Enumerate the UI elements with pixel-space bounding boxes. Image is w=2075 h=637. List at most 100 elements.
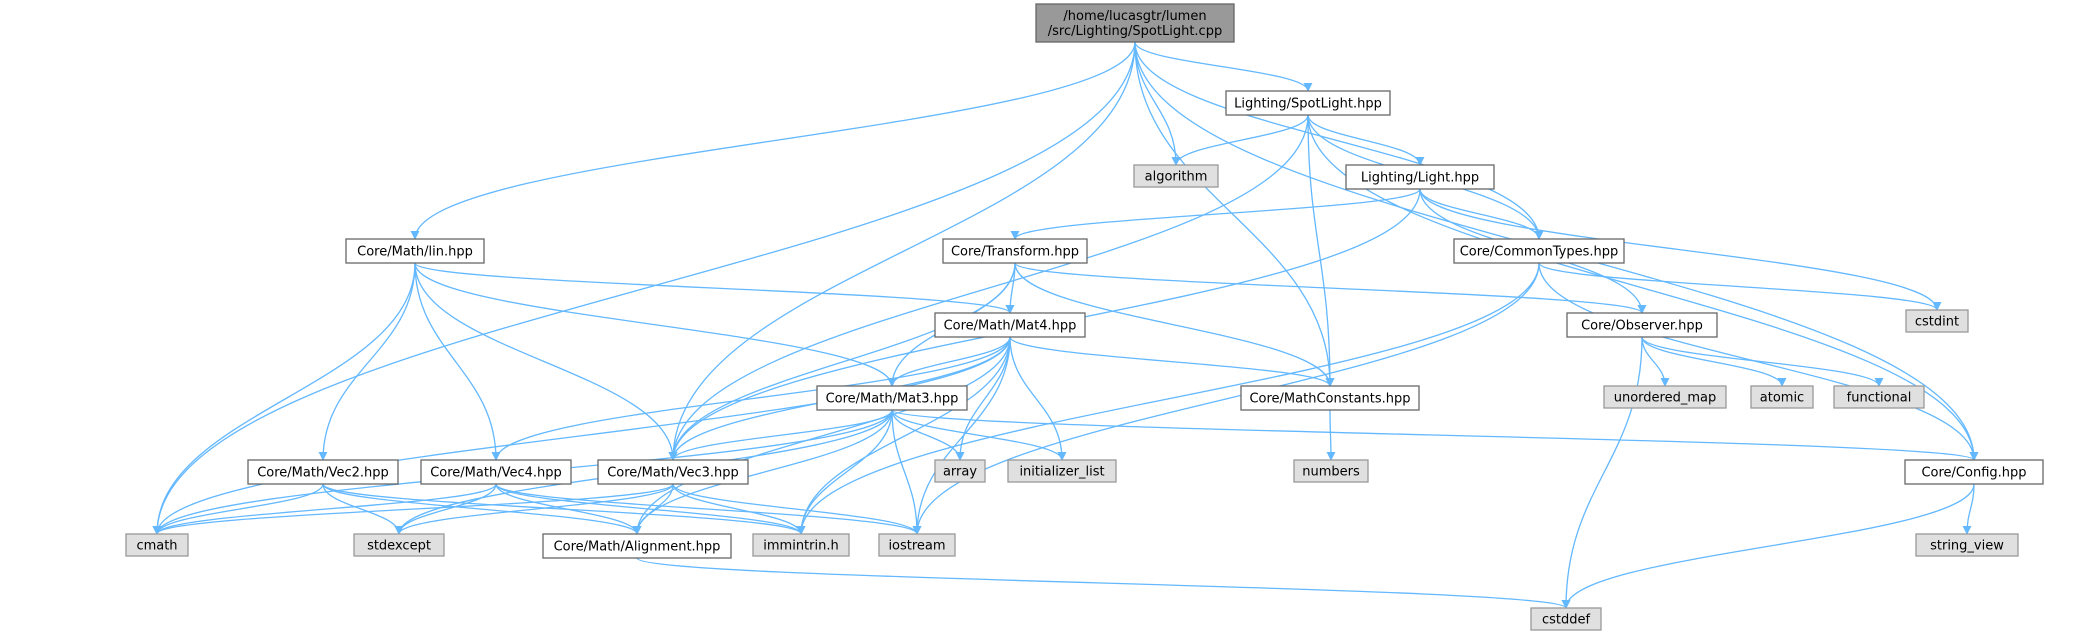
node-box-spotlight_hpp [1225, 90, 1391, 116]
edge-vec4_hpp-to-immintrin_h [495, 483, 806, 535]
node-box-cmath [125, 533, 189, 557]
edge-alignment_hpp-to-cstddef [636, 557, 1571, 609]
node-box-vec3_hpp [597, 459, 749, 485]
node-spotlight_cpp[interactable]: /home/lucasgtr/lumen/src/Lighting/SpotLi… [1035, 3, 1235, 43]
node-commontypes_hpp[interactable]: Core/CommonTypes.hpp [1453, 238, 1625, 264]
node-lin_hpp[interactable]: Core/Math/lin.hpp [345, 238, 485, 264]
node-box-transform_hpp [942, 238, 1088, 264]
node-label-spotlight_cpp: /home/lucasgtr/lumen [1063, 9, 1206, 24]
node-label-alignment_hpp: Core/Math/Alignment.hpp [554, 540, 721, 555]
node-box-algorithm [1133, 164, 1219, 188]
node-box-cstdint [1905, 309, 1969, 333]
node-box-cstddef [1530, 607, 1602, 631]
edge-spotlight_hpp-to-light_hpp [1307, 114, 1425, 166]
node-vec4_hpp[interactable]: Core/Math/Vec4.hpp [420, 459, 572, 485]
node-box-vec4_hpp [420, 459, 572, 485]
node-label-array: array [943, 465, 977, 480]
edge-light_hpp-to-cstdint [1419, 188, 1942, 311]
edge-vec2_hpp-to-immintrin_h [322, 483, 806, 535]
edge-mat3_hpp-to-vec3_hpp [668, 409, 893, 461]
node-spotlight_hpp[interactable]: Lighting/SpotLight.hpp [1225, 90, 1391, 116]
node-box-array [934, 459, 986, 483]
node-label-iostream: iostream [888, 539, 945, 554]
edge-vec4_hpp-to-iostream [495, 483, 922, 535]
edge-spotlight_cpp-to-lin_hpp [410, 41, 1136, 240]
edge-observer_hpp-to-unordered_map [1641, 336, 1670, 387]
edge-spotlight_cpp-to-algorithm [1134, 41, 1181, 166]
node-observer_hpp[interactable]: Core/Observer.hpp [1566, 312, 1718, 338]
node-mat4_hpp[interactable]: Core/Math/Mat4.hpp [934, 312, 1086, 338]
edge-spotlight_cpp-to-mathconstants_hpp [1134, 41, 1335, 387]
node-config_hpp[interactable]: Core/Config.hpp [1904, 459, 2044, 485]
node-label-string_view: string_view [1930, 539, 2004, 554]
edge-spotlight_hpp-to-vec3_hpp [668, 114, 1309, 461]
edge-spotlight_cpp-to-spotlight_hpp [1134, 41, 1313, 92]
node-label-mat4_hpp: Core/Math/Mat4.hpp [944, 319, 1077, 334]
node-label-atomic: atomic [1760, 391, 1804, 406]
node-label-transform_hpp: Core/Transform.hpp [951, 245, 1079, 260]
node-algorithm: algorithm [1133, 164, 1219, 188]
node-cstdint: cstdint [1905, 309, 1969, 333]
node-box-mat4_hpp [934, 312, 1086, 338]
node-box-observer_hpp [1566, 312, 1718, 338]
edge-light_hpp-to-commontypes_hpp [1419, 188, 1544, 240]
node-light_hpp[interactable]: Lighting/Light.hpp [1345, 164, 1495, 190]
node-iostream: iostream [878, 533, 956, 557]
node-transform_hpp[interactable]: Core/Transform.hpp [942, 238, 1088, 264]
node-label-vec4_hpp: Core/Math/Vec4.hpp [430, 466, 562, 481]
node-alignment_hpp[interactable]: Core/Math/Alignment.hpp [542, 533, 732, 559]
edge-spotlight_cpp-to-vec3_hpp [668, 41, 1136, 461]
edge-light_hpp-to-transform_hpp [1010, 188, 1421, 240]
node-box-commontypes_hpp [1453, 238, 1625, 264]
node-box-unordered_map [1603, 385, 1727, 409]
node-box-config_hpp [1904, 459, 2044, 485]
node-box-functional [1833, 385, 1925, 409]
node-label-algorithm: algorithm [1145, 170, 1208, 185]
edge-commontypes_hpp-to-cstdint [1538, 262, 1942, 311]
edge-config_hpp-to-cstddef [1561, 483, 1975, 609]
node-box-lin_hpp [345, 238, 485, 264]
node-box-numbers [1293, 459, 1369, 483]
node-string_view: string_view [1915, 533, 2019, 557]
node-vec3_hpp[interactable]: Core/Math/Vec3.hpp [597, 459, 749, 485]
node-label-commontypes_hpp: Core/CommonTypes.hpp [1460, 245, 1619, 260]
node-box-light_hpp [1345, 164, 1495, 190]
edge-observer_hpp-to-functional [1641, 336, 1884, 387]
edge-commontypes_hpp-to-iostream [912, 262, 1540, 535]
node-numbers: numbers [1293, 459, 1369, 483]
node-box-stdexcept [353, 533, 445, 557]
edge-lin_hpp-to-vec4_hpp [414, 262, 501, 461]
node-label-functional: functional [1847, 391, 1912, 406]
edges-layer [152, 41, 1979, 609]
node-mat3_hpp[interactable]: Core/Math/Mat3.hpp [816, 385, 968, 411]
edge-mat3_hpp-to-initializer_list [891, 409, 1067, 461]
edge-mat3_hpp-to-array [891, 409, 965, 461]
node-box-mathconstants_hpp [1240, 385, 1420, 411]
edge-config_hpp-to-string_view [1962, 483, 1975, 535]
node-box-alignment_hpp [542, 533, 732, 559]
node-label-unordered_map: unordered_map [1614, 391, 1717, 406]
edge-vec3_hpp-to-iostream [672, 483, 922, 535]
node-label-initializer_list: initializer_list [1019, 465, 1104, 480]
node-cstddef: cstddef [1530, 607, 1602, 631]
edge-mathconstants_hpp-to-numbers [1326, 409, 1336, 461]
node-label-vec3_hpp: Core/Math/Vec3.hpp [607, 466, 739, 481]
node-mathconstants_hpp[interactable]: Core/MathConstants.hpp [1240, 385, 1420, 411]
edge-lin_hpp-to-vec3_hpp [414, 262, 678, 461]
edge-mat3_hpp-to-iostream [891, 409, 922, 535]
node-label-immintrin_h: immintrin.h [763, 539, 838, 554]
node-box-string_view [1915, 533, 2019, 557]
node-vec2_hpp[interactable]: Core/Math/Vec2.hpp [247, 459, 399, 485]
node-label-light_hpp: Lighting/Light.hpp [1361, 171, 1479, 186]
edge-spotlight_cpp-to-cmath [152, 41, 1136, 535]
node-box-mat3_hpp [816, 385, 968, 411]
edge-vec3_hpp-to-alignment_hpp [632, 483, 674, 535]
node-immintrin_h: immintrin.h [752, 533, 850, 557]
nodes-layer: /home/lucasgtr/lumen/src/Lighting/SpotLi… [125, 3, 2044, 631]
node-label-mathconstants_hpp: Core/MathConstants.hpp [1249, 392, 1410, 407]
edge-observer_hpp-to-cstddef [1561, 336, 1643, 609]
node-label-cmath: cmath [136, 539, 177, 554]
edge-vec3_hpp-to-stdexcept [394, 483, 674, 535]
node-label-cstdint: cstdint [1915, 315, 1959, 330]
